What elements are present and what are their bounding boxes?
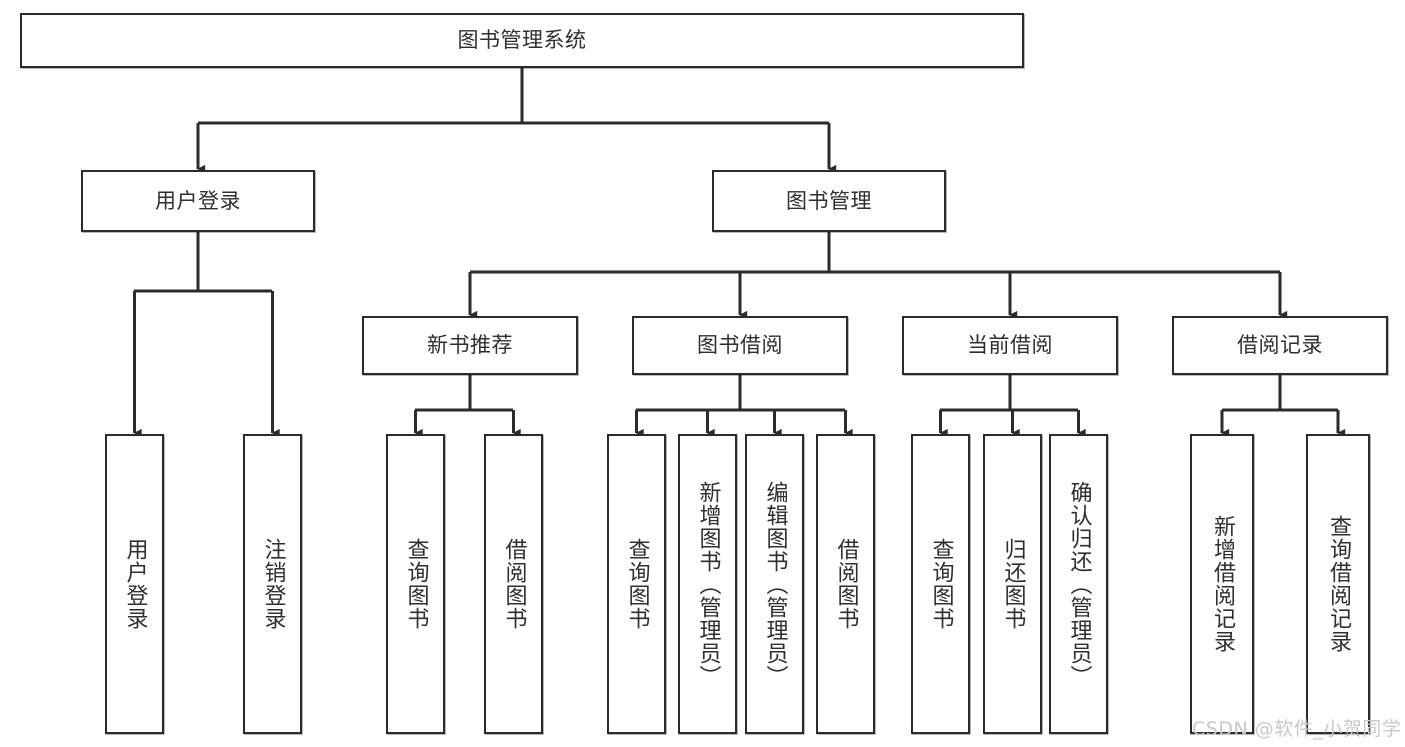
leaf-edit-book-admin[interactable]: 编辑图书（管理员） [745, 434, 804, 734]
leaf-add-borrow-record[interactable]: 新增借阅记录 [1190, 434, 1254, 734]
node-borrow-record-label: 借阅记录 [1237, 333, 1323, 358]
leaf-query-borrow-record-label: 查询借阅记录 [1325, 515, 1351, 653]
leaf-query-book-current-label: 查询图书 [928, 538, 954, 630]
leaf-confirm-return-admin[interactable]: 确认归还（管理员） [1049, 434, 1108, 734]
node-borrow-record[interactable]: 借阅记录 [1172, 316, 1388, 375]
leaf-borrow-book[interactable]: 借阅图书 [816, 434, 875, 734]
leaf-add-book-admin-label: 新增图书（管理员） [695, 480, 721, 688]
node-current-borrow-label: 当前借阅 [967, 333, 1053, 358]
leaf-add-borrow-record-label: 新增借阅记录 [1209, 515, 1235, 653]
leaf-logout-label: 注销登录 [260, 538, 286, 630]
node-user-login[interactable]: 用户登录 [81, 170, 315, 232]
node-current-borrow[interactable]: 当前借阅 [902, 316, 1118, 375]
leaf-edit-book-admin-label: 编辑图书（管理员） [762, 480, 788, 688]
leaf-add-book-admin[interactable]: 新增图书（管理员） [678, 434, 737, 734]
leaf-return-book[interactable]: 归还图书 [983, 434, 1042, 734]
leaf-borrow-book-recommend[interactable]: 借阅图书 [484, 434, 543, 734]
node-book-borrow-label: 图书借阅 [697, 333, 783, 358]
leaf-query-borrow-record[interactable]: 查询借阅记录 [1306, 434, 1370, 734]
leaf-query-book-current[interactable]: 查询图书 [911, 434, 970, 734]
node-book-borrow[interactable]: 图书借阅 [632, 316, 848, 375]
leaf-query-book-borrow-label: 查询图书 [624, 538, 650, 630]
leaf-logout[interactable]: 注销登录 [243, 434, 302, 734]
leaf-query-book-recommend-label: 查询图书 [403, 538, 429, 630]
leaf-borrow-book-recommend-label: 借阅图书 [501, 538, 527, 630]
node-root[interactable]: 图书管理系统 [20, 13, 1024, 68]
leaf-query-book-recommend[interactable]: 查询图书 [386, 434, 445, 734]
leaf-user-login[interactable]: 用户登录 [105, 434, 164, 734]
leaf-confirm-return-admin-label: 确认归还（管理员） [1066, 480, 1092, 688]
leaf-query-book-borrow[interactable]: 查询图书 [607, 434, 666, 734]
node-book-management-label: 图书管理 [786, 188, 872, 213]
node-book-management[interactable]: 图书管理 [712, 170, 946, 232]
leaf-user-login-label: 用户登录 [122, 538, 148, 630]
leaf-borrow-book-label: 借阅图书 [833, 538, 859, 630]
node-new-book-recommend-label: 新书推荐 [427, 333, 513, 358]
node-new-book-recommend[interactable]: 新书推荐 [362, 316, 578, 375]
node-user-login-label: 用户登录 [155, 188, 241, 213]
leaf-return-book-label: 归还图书 [1000, 538, 1026, 630]
node-root-label: 图书管理系统 [457, 28, 587, 53]
